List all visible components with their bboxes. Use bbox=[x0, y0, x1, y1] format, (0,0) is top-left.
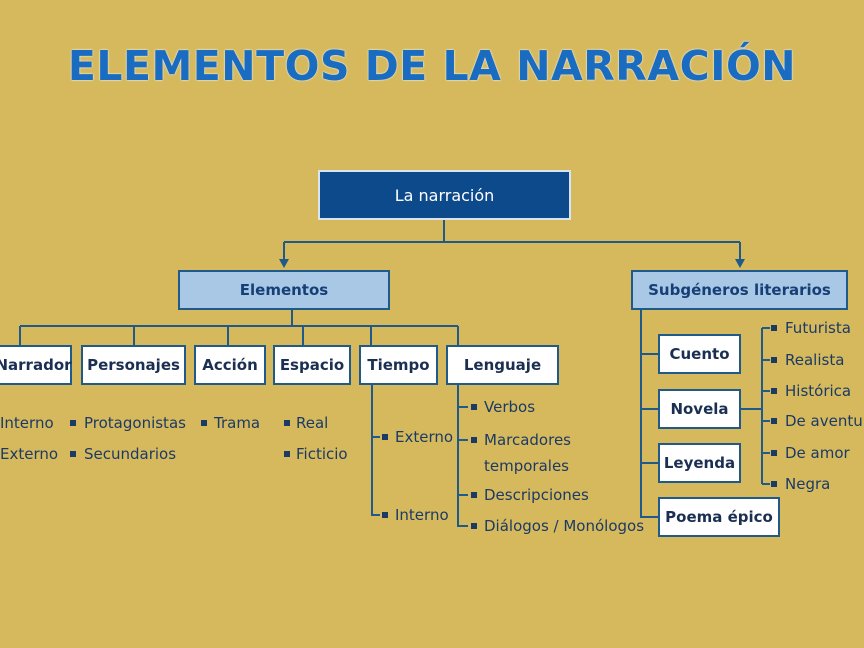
node-personajes: Personajes bbox=[81, 345, 186, 385]
bullet-icon bbox=[201, 420, 207, 426]
page-title: ELEMENTOS DE LA NARRACIÓN bbox=[67, 42, 797, 90]
bullet-icon bbox=[771, 388, 777, 394]
node-espacio: Espacio bbox=[273, 345, 351, 385]
list-item: Externo bbox=[0, 445, 59, 463]
node-leyenda: Leyenda bbox=[658, 443, 741, 483]
list-item: Histórica bbox=[785, 382, 852, 400]
list-item: De aventura bbox=[785, 412, 864, 430]
list-item: Realista bbox=[785, 351, 845, 369]
list-item: Real bbox=[296, 414, 329, 432]
bullet-icon bbox=[471, 404, 477, 410]
node-accion: Acción bbox=[194, 345, 266, 385]
bullet-icon bbox=[771, 357, 777, 363]
list-item: Protagonistas bbox=[84, 414, 186, 432]
node-lenguaje: Lenguaje bbox=[446, 345, 559, 385]
list-item: Interno bbox=[0, 414, 54, 432]
list-item: Secundarios bbox=[84, 445, 177, 463]
bullet-icon bbox=[771, 418, 777, 424]
list-item: Futurista bbox=[785, 319, 851, 337]
list-item: Verbos bbox=[484, 398, 536, 416]
list-item: Descripciones bbox=[484, 486, 589, 504]
node-elementos: Elementos bbox=[178, 270, 390, 310]
node-narrador: Narrador bbox=[0, 345, 72, 385]
bullet-icon bbox=[471, 492, 477, 498]
bullet-icon bbox=[382, 434, 388, 440]
list-item: temporales bbox=[484, 457, 569, 475]
list-item: Diálogos / Monólogos bbox=[484, 517, 645, 535]
list-item: Negra bbox=[785, 475, 831, 493]
node-cuento: Cuento bbox=[658, 334, 741, 374]
list-item: Ficticio bbox=[296, 445, 348, 463]
bullet-icon bbox=[471, 523, 477, 529]
node-poema-epico: Poema épico bbox=[658, 497, 780, 537]
bullet-icon bbox=[284, 451, 290, 457]
bullet-icon bbox=[471, 437, 477, 443]
bullet-icon bbox=[70, 451, 76, 457]
node-tiempo: Tiempo bbox=[359, 345, 438, 385]
bullet-icon bbox=[771, 325, 777, 331]
bullet-icon bbox=[771, 481, 777, 487]
list-item: De amor bbox=[785, 444, 850, 462]
bullet-icon bbox=[284, 420, 290, 426]
node-subgeneros-literarios: Subgéneros literarios bbox=[631, 270, 848, 310]
bullet-icon bbox=[771, 450, 777, 456]
bullet-icon bbox=[70, 420, 76, 426]
list-item: Interno bbox=[395, 506, 449, 524]
list-item: Marcadores bbox=[484, 431, 571, 449]
bullet-icon bbox=[382, 512, 388, 518]
node-novela: Novela bbox=[658, 389, 741, 429]
root-node-la-narracion: La narración bbox=[318, 170, 571, 220]
list-item: Trama bbox=[214, 414, 261, 432]
list-item: Externo bbox=[395, 428, 454, 446]
